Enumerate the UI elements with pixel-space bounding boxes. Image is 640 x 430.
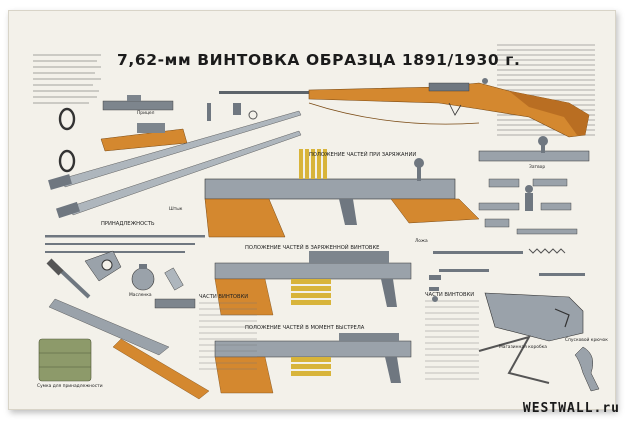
label-bolt: Затвор xyxy=(529,165,546,170)
label-stock: Ложа xyxy=(415,239,428,244)
cartridge-clip xyxy=(299,149,327,179)
bayonet-long xyxy=(48,110,302,190)
parts-list-right xyxy=(425,300,479,380)
label-position-loading: ПОЛОЖЕНИЕ ЧАСТЕЙ ПРИ ЗАРЯЖАНИИ xyxy=(309,152,417,158)
label-rifle-parts-left: ЧАСТИ ВИНТОВКИ xyxy=(199,294,249,300)
receiver-cutaway-loading xyxy=(204,149,480,238)
label-trigger: Спусковой крючок xyxy=(565,338,608,343)
parts-list-left xyxy=(199,302,257,370)
accessory-bottle xyxy=(164,267,184,291)
receiver-cutaway-firing xyxy=(214,333,412,394)
label-position-loaded: ПОЛОЖЕНИЕ ЧАСТЕЙ В ЗАРЯЖЕННОЙ ВИНТОВКЕ xyxy=(245,245,380,251)
specs-text-block xyxy=(33,54,101,104)
follower-spring xyxy=(478,335,550,384)
label-accessories: ПРИНАДЛЕЖНОСТЬ xyxy=(101,221,155,227)
label-magazine: Магазинная коробка xyxy=(499,345,547,350)
accessory-screwdriver xyxy=(84,250,122,282)
rifle-full-view xyxy=(219,78,590,138)
sling-loops xyxy=(58,107,76,173)
canvas-pouch xyxy=(38,338,92,382)
magazine-cartridges-loaded xyxy=(291,279,331,305)
label-pouch: Сумка для принадлежности xyxy=(37,384,103,389)
oiler-can xyxy=(131,264,155,291)
site-watermark: WESTWALL.ru xyxy=(522,401,620,416)
trigger-part xyxy=(574,346,600,392)
poster-title: 7,62-мм ВИНТОВКА ОБРАЗЦА 1891/1930 г. xyxy=(117,51,521,69)
label-position-firing: ПОЛОЖЕНИЕ ЧАСТЕЙ В МОМЕНТ ВЫСТРЕЛА xyxy=(245,325,365,331)
magazine-cartridges-firing xyxy=(291,357,331,376)
barrel-muzzle-section xyxy=(48,298,210,400)
receiver-cutaway-loaded xyxy=(214,251,412,316)
label-sight: Прицел xyxy=(137,111,155,116)
bayonet-short xyxy=(55,130,302,219)
accessory-brush xyxy=(46,258,91,299)
label-rifle-parts-right: ЧАСТИ ВИНТОВКИ xyxy=(425,292,475,298)
firing-pin-spring xyxy=(433,248,585,276)
cleaning-rod xyxy=(45,235,205,253)
magazine-box xyxy=(484,292,584,342)
muzzle-cover xyxy=(154,298,196,309)
poster-illustrations xyxy=(33,44,600,400)
small-parts-top xyxy=(207,103,258,121)
bolt-parts-right xyxy=(478,136,590,235)
label-bayonet: Штык xyxy=(169,207,183,212)
small-screws-right xyxy=(429,275,441,302)
poster-sheet: 7,62-мм ВИНТОВКА ОБРАЗЦА 1891/1930 г. ПО… xyxy=(8,10,616,410)
label-oiler: Масленка xyxy=(129,293,152,298)
sight-assembly xyxy=(102,95,174,111)
